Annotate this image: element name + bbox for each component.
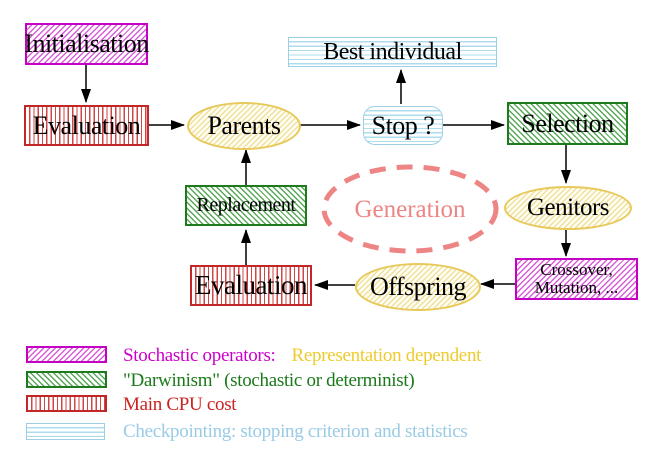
legend-swatch-darwinism bbox=[26, 371, 107, 388]
legend-text-representation-dependent: Representation dependent bbox=[291, 345, 482, 366]
node-offspring: Offspring bbox=[355, 263, 481, 311]
node-evaluation-top: Evaluation bbox=[24, 105, 149, 146]
node-evaluation-bottom: Evaluation bbox=[190, 265, 312, 306]
crossover-line1: Crossover, bbox=[540, 260, 613, 279]
legend-swatch-checkpointing bbox=[26, 423, 105, 440]
legend-label-darwinism: "Darwinism" (stochastic or determinist) bbox=[123, 370, 415, 391]
node-stop: Stop ? bbox=[363, 106, 443, 145]
node-best-individual: Best individual bbox=[288, 37, 497, 67]
generation-loop-dashed-ellipse bbox=[321, 164, 499, 254]
node-selection: Selection bbox=[507, 102, 628, 145]
generation-loop-label: Generation bbox=[354, 196, 466, 223]
node-parents: Parents bbox=[187, 102, 301, 150]
legend-swatch-stochastic-operators bbox=[26, 346, 107, 363]
node-genitors: Genitors bbox=[504, 186, 632, 230]
legend-label-main-cpu-cost: Main CPU cost bbox=[123, 394, 237, 415]
node-replacement: Replacement bbox=[185, 185, 307, 226]
node-crossover-mutation: Crossover, Mutation, ... bbox=[515, 258, 638, 300]
crossover-line2: Mutation, ... bbox=[534, 278, 619, 297]
legend-label-checkpointing: Checkpointing: stopping criterion and st… bbox=[123, 421, 468, 442]
node-initialisation: Initialisation bbox=[24, 23, 149, 65]
legend-label-stochastic-operators: Stochastic operators: Representation depe… bbox=[123, 345, 481, 367]
legend-swatch-main-cpu-cost bbox=[26, 395, 107, 412]
legend-text-stochastic: Stochastic operators: bbox=[123, 345, 276, 366]
